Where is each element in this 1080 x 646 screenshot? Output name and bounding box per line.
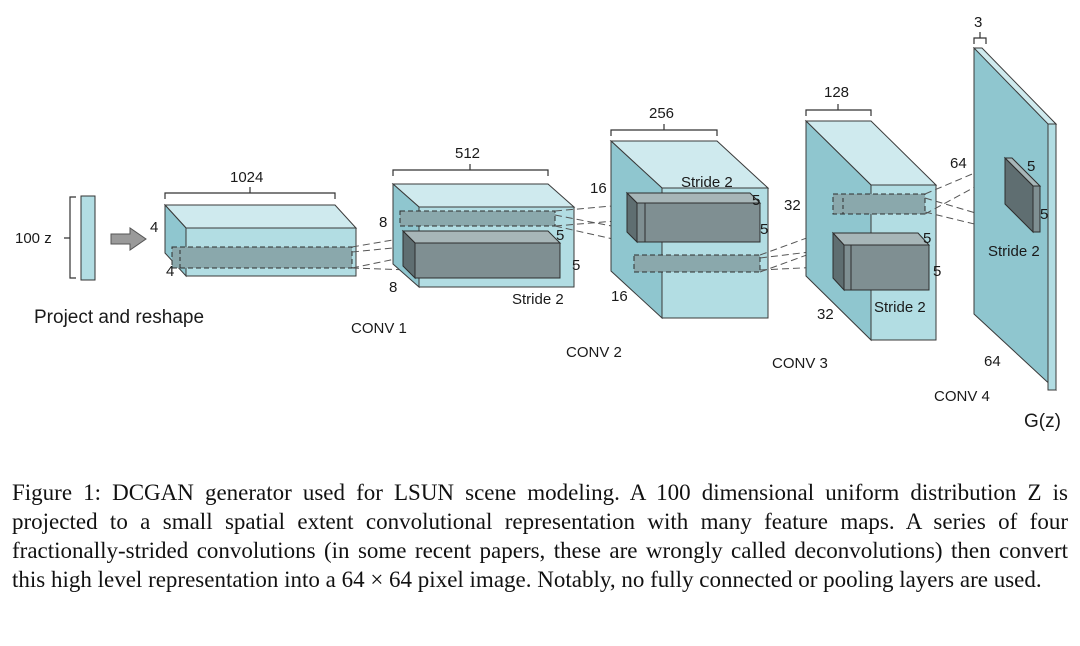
conv3-depth-label: 128 <box>824 84 849 101</box>
conv4-width-label: 64 <box>984 353 1001 370</box>
proj-brace <box>164 187 336 199</box>
conv2-block <box>609 139 770 320</box>
conv4-brace <box>973 32 987 44</box>
conv4-kernel-h-label: 5 <box>1027 158 1035 175</box>
conv1-width-label: 8 <box>389 279 397 296</box>
proj-depth-label: 1024 <box>230 169 263 186</box>
conv1-block <box>391 182 576 289</box>
conv2-width-label: 16 <box>611 288 628 305</box>
conv3-height-label: 32 <box>784 197 801 214</box>
conv2-kernel-w-label: 5 <box>760 221 768 238</box>
conv1-name: CONV 1 <box>351 320 407 337</box>
conv4-name: CONV 4 <box>934 388 990 405</box>
input-brace <box>64 196 76 279</box>
conv3-brace <box>805 104 872 116</box>
conv2-depth-label: 256 <box>649 105 674 122</box>
conv4-depth-label: 3 <box>974 14 982 31</box>
conv2-kernel-h-label: 5 <box>752 192 760 209</box>
projection-block <box>163 203 358 278</box>
caption-text: DCGAN generator used for LSUN scene mode… <box>12 480 1068 592</box>
conv2-brace <box>610 124 718 136</box>
conv2-stride-label: Stride 2 <box>681 174 733 191</box>
conv2-name: CONV 2 <box>566 344 622 361</box>
conv1-height-label: 8 <box>379 214 387 231</box>
conv4-stride-label: Stride 2 <box>988 243 1040 260</box>
conv4-height-label: 64 <box>950 155 967 172</box>
conv3-stride-label: Stride 2 <box>874 299 926 316</box>
conv4-kernel-w-label: 5 <box>1040 206 1048 223</box>
output-label: G(z) <box>1024 411 1061 432</box>
conv2-height-label: 16 <box>590 180 607 197</box>
conv1-depth-label: 512 <box>455 145 480 162</box>
conv1-kernel-w-label: 5 <box>572 257 580 274</box>
project-reshape-label: Project and reshape <box>34 307 204 328</box>
conv3-width-label: 32 <box>817 306 834 323</box>
conv3-name: CONV 3 <box>772 355 828 372</box>
input-label: 100 z <box>15 230 52 247</box>
arrow-icon <box>110 227 147 251</box>
conv3-block <box>804 119 938 342</box>
conv3-kernel-h-label: 5 <box>923 230 931 247</box>
figure-number: Figure 1: <box>12 480 102 505</box>
conv1-kernel-h-label: 5 <box>556 227 564 244</box>
conv1-stride-label: Stride 2 <box>512 291 564 308</box>
conv4-block <box>972 46 1058 392</box>
proj-width-label: 4 <box>166 263 174 280</box>
conv3-kernel-w-label: 5 <box>933 263 941 280</box>
input-vector-z <box>80 195 96 281</box>
proj-height-label: 4 <box>150 219 158 236</box>
figure-caption: Figure 1: DCGAN generator used for LSUN … <box>12 478 1068 594</box>
conv1-brace <box>392 164 549 176</box>
dcgan-generator-diagram: 100 z Project and reshape 1024 4 4 512 8… <box>15 14 1061 432</box>
